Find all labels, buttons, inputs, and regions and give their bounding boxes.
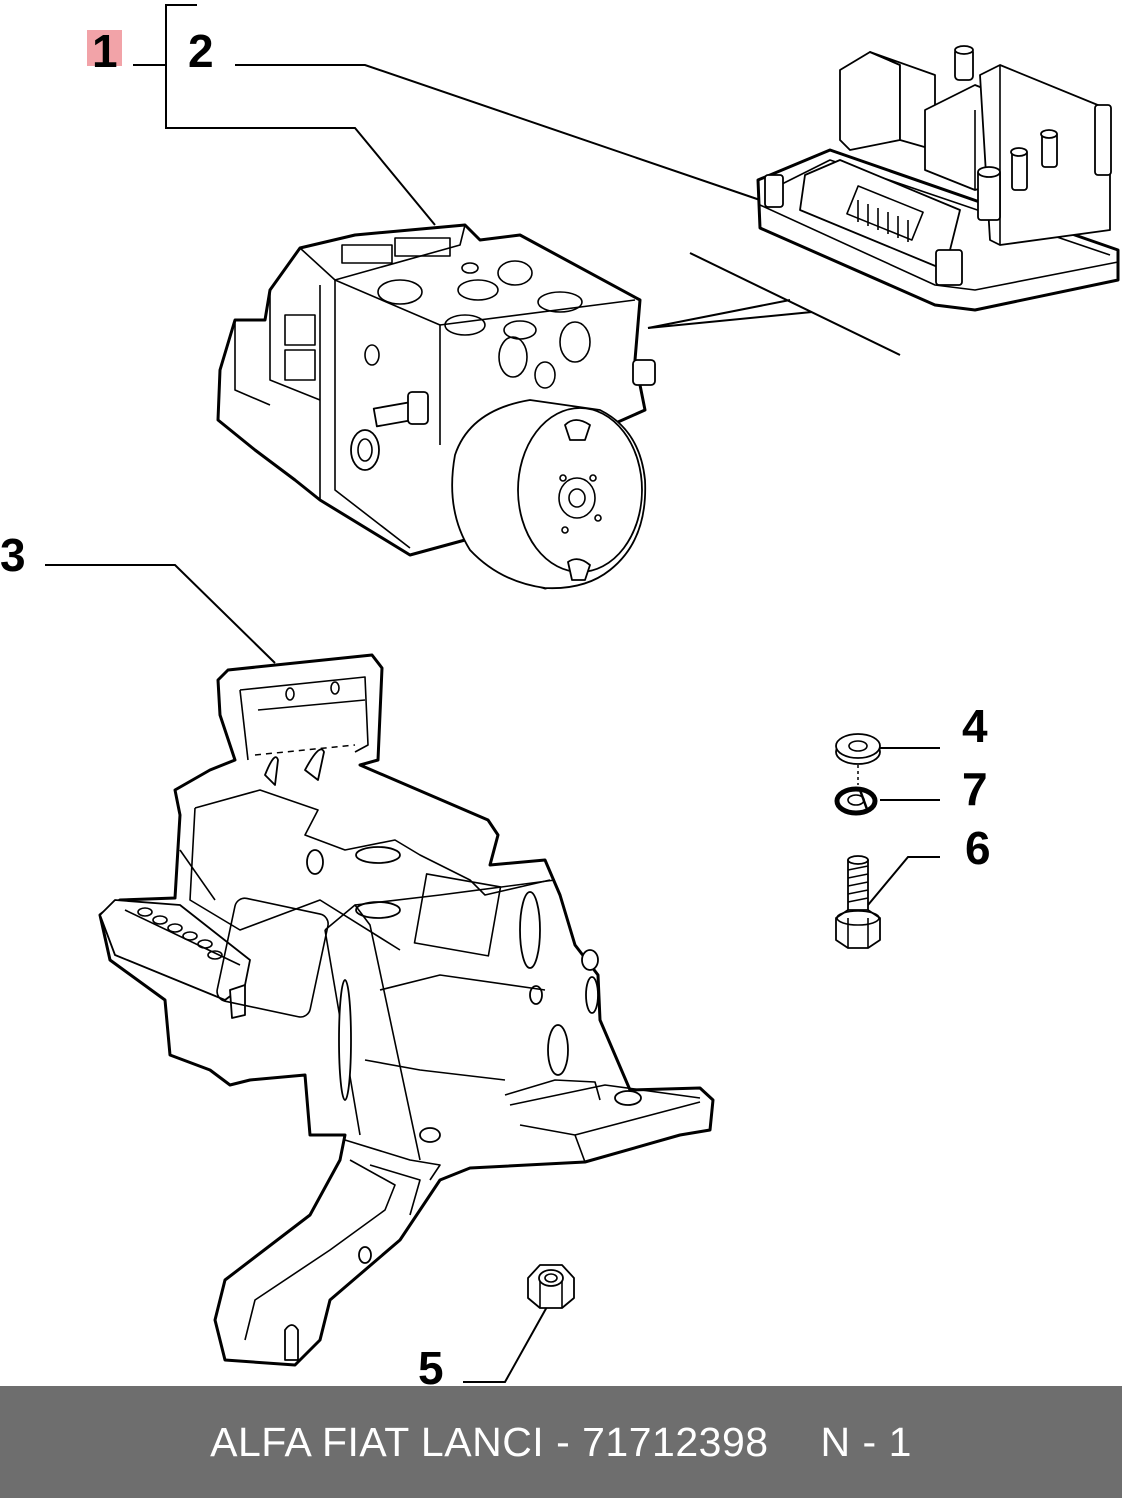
callout-1: 1	[92, 25, 118, 77]
callout-7: 7	[962, 763, 988, 815]
page-number-text: N - 1	[820, 1418, 912, 1465]
callout-5: 5	[418, 1342, 444, 1394]
part-number-text: ALFA FIAT LANCI - 71712398	[210, 1418, 769, 1465]
spring-washer	[834, 786, 878, 816]
hex-nut	[527, 1264, 575, 1309]
flat-washer	[835, 733, 881, 765]
callout-3: 3	[0, 529, 26, 581]
diagram-drawing	[45, 4, 1120, 1383]
callout-1-highlight	[87, 30, 122, 66]
hex-bolt	[835, 855, 881, 949]
callout-2: 2	[188, 25, 214, 77]
part-number-footer: ALFA FIAT LANCI - 71712398 N - 1	[0, 1386, 1122, 1498]
hydraulic-module	[216, 223, 656, 590]
exploded-parts-diagram: 1 2 3 4 7 6 5	[0, 4, 1120, 1391]
callout-6: 6	[965, 822, 991, 874]
control-unit	[756, 45, 1120, 312]
leader-lines	[45, 4, 940, 1383]
mounting-bracket	[98, 653, 715, 1367]
callout-4: 4	[962, 700, 988, 752]
